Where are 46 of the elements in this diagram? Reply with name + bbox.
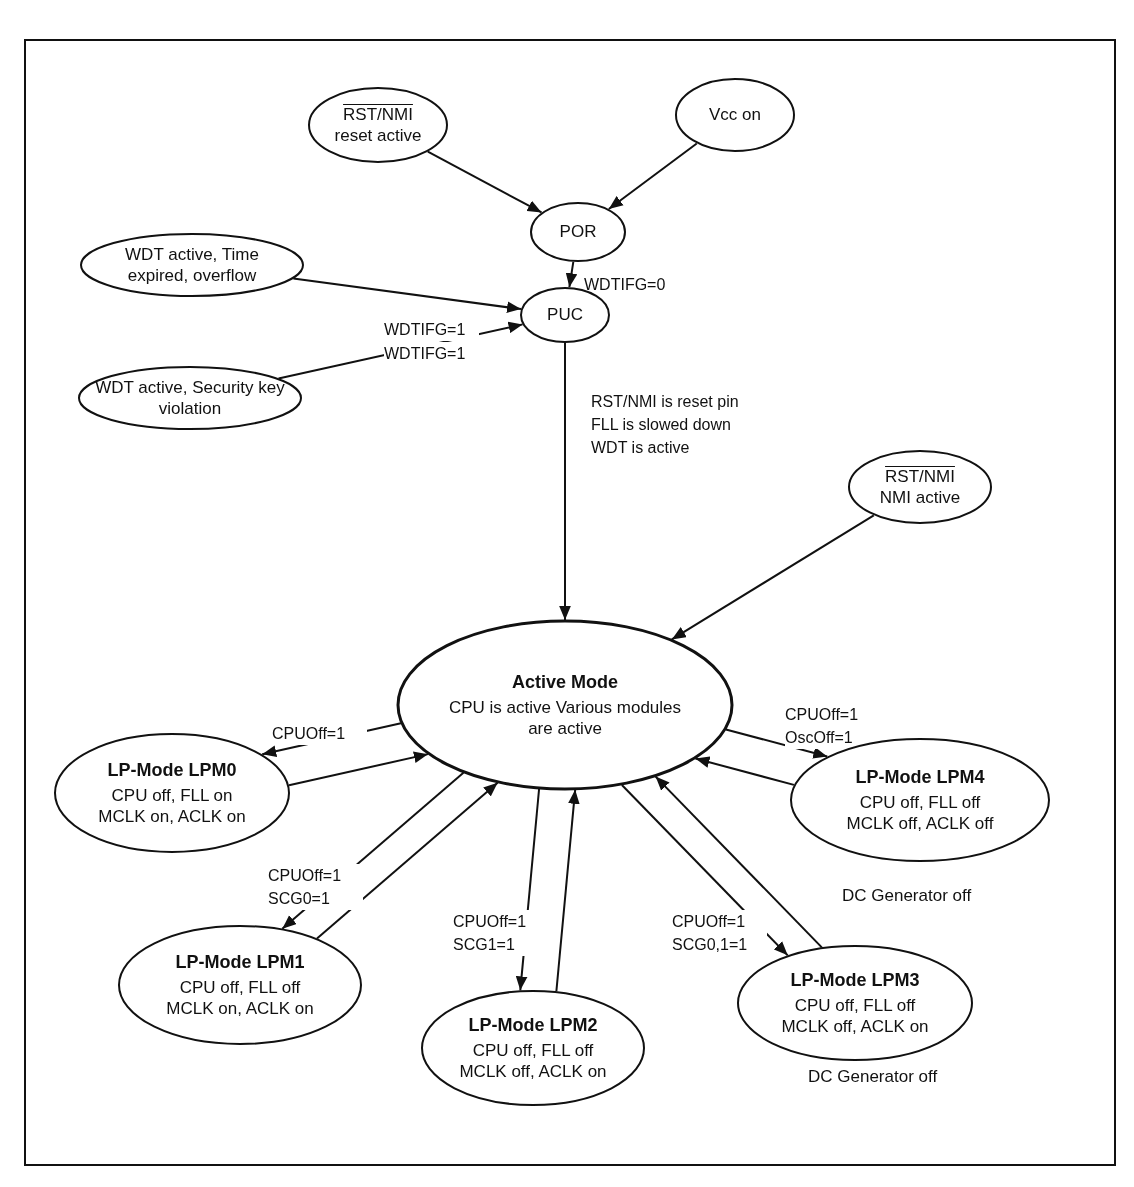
state-title: LP-Mode LPM4 (855, 765, 985, 788)
state-text: RST/NMI (343, 103, 413, 125)
state-ellipse (421, 990, 645, 1106)
state-ellipse (80, 233, 304, 297)
state-text: CPU is active Various modules are active (447, 697, 683, 740)
arrow (288, 751, 429, 787)
arrow (620, 784, 789, 957)
arrow (292, 277, 522, 313)
arrow (555, 788, 580, 993)
state-ellipse (397, 620, 733, 790)
state-text: RST/NMI (885, 465, 955, 487)
arrow (565, 260, 578, 289)
state-ellipse (308, 87, 448, 163)
state-title: LP-Mode LPM0 (107, 758, 237, 781)
arrow (724, 728, 829, 759)
state-ellipse (118, 925, 362, 1045)
arrow (607, 142, 698, 210)
state-text: NMI active (879, 487, 961, 509)
arrow (694, 756, 795, 786)
state-title: Active Mode (512, 670, 618, 693)
arrow (654, 775, 823, 949)
state-text: Vcc on (709, 104, 761, 126)
state-text: WDT active, Security key violation (95, 376, 285, 420)
state-ellipse (78, 366, 302, 430)
state-text: reset active (334, 125, 422, 147)
state-text: PUC (547, 304, 583, 326)
state-title: LP-Mode LPM3 (790, 968, 920, 991)
state-text: CPU off, FLL off MCLK off, ACLK off (845, 792, 995, 835)
state-note: DC Generator off (808, 1067, 938, 1087)
arrow (426, 150, 543, 214)
arrow (559, 342, 571, 621)
state-text: WDT active, Time expired, overflow (124, 243, 260, 287)
edge-label: CPUOff=1 SCG0=1 (268, 864, 363, 911)
state-text: CPU off, FLL off MCLK on, ACLK on (165, 977, 315, 1020)
state-text: CPU off, FLL off MCLK off, ACLK on (780, 995, 930, 1038)
state-ellipse (675, 78, 795, 152)
state-text: CPU off, FLL off MCLK off, ACLK on (458, 1040, 608, 1083)
state-text: CPU off, FLL on MCLK on, ACLK on (97, 785, 247, 828)
state-ellipse (530, 202, 626, 262)
state-note: DC Generator off (842, 886, 972, 906)
arrow (316, 781, 499, 940)
arrow (670, 514, 875, 641)
state-title: LP-Mode LPM1 (175, 950, 305, 973)
state-title: LP-Mode LPM2 (468, 1013, 598, 1036)
state-text: POR (559, 221, 597, 243)
state-ellipse (848, 450, 992, 524)
